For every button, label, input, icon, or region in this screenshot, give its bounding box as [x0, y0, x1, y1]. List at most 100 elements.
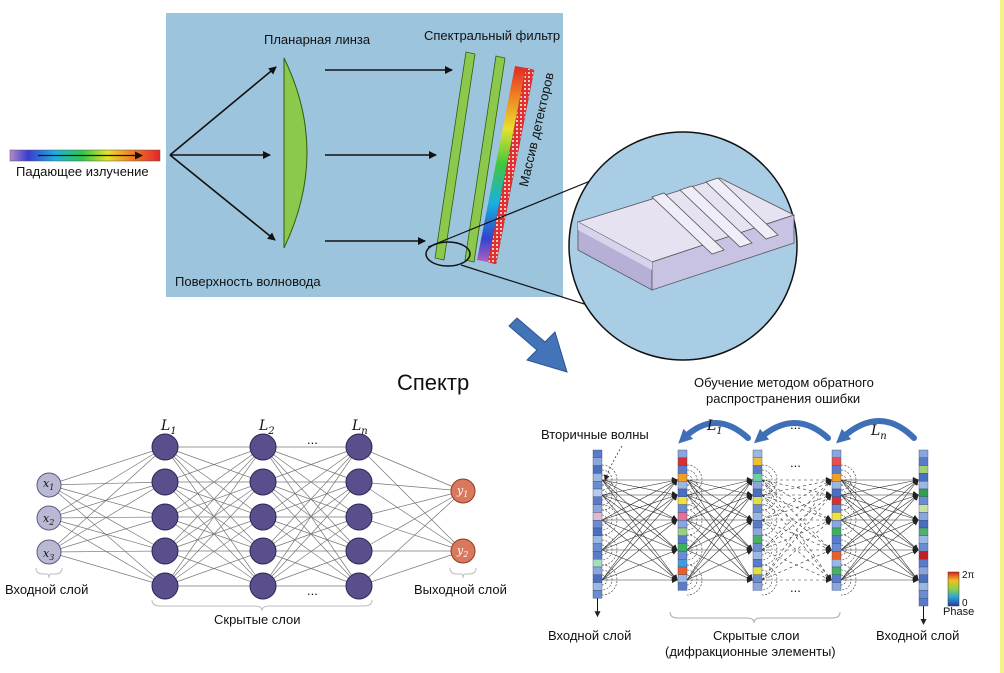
d2nn-edge [601, 479, 678, 551]
d2nn-cell [918, 582, 929, 591]
d2nn-wave-arc [761, 489, 768, 501]
d2nn-layer-4 [831, 449, 857, 596]
secondary-wave-pointer [604, 445, 623, 481]
d2nn-cell [831, 566, 842, 576]
output-node-label-2: y2 [457, 544, 469, 560]
d2nn-wave-arc [601, 569, 613, 591]
d2nn-wave-arc [686, 489, 693, 501]
ann-edge [48, 446, 166, 486]
d2nn-edge [601, 493, 678, 521]
d2nn-cell [918, 590, 929, 599]
phase-scale-top: 2π [962, 570, 975, 581]
ann-edge [48, 446, 166, 519]
d2nn-wave-arc [601, 469, 613, 491]
d2nn-edge [761, 493, 832, 521]
d2nn-cell [752, 535, 763, 544]
d2nn-wave-arc [840, 484, 852, 506]
ann-edge [262, 446, 360, 587]
ann-diagram [35, 433, 477, 612]
d2nn-edge [601, 494, 678, 551]
d2nn-cell [752, 473, 763, 482]
d2nn-cell [752, 527, 763, 537]
d2nn-wave-arc [761, 509, 773, 531]
d2nn-wave-arc [686, 539, 698, 561]
d2nn-edge [840, 494, 919, 581]
d2nn-cell [592, 551, 603, 560]
d2nn-cell [677, 582, 688, 591]
d2nn-cell [677, 481, 688, 490]
d2nn-wave-arc [601, 484, 613, 506]
ann-edge [358, 490, 464, 518]
d2nn-wave-arc [686, 569, 698, 591]
lens-label: Планарная линза [264, 32, 371, 47]
d2nn-cell [752, 496, 763, 505]
d2nn-layer-1 [592, 449, 618, 618]
d2nn-cell [831, 551, 842, 560]
page-edge-strip [1000, 0, 1004, 673]
d2nn-cell [831, 574, 842, 583]
ann-hidden-layers-label: Скрытые слои [214, 612, 301, 627]
d2nn-wave-arc [601, 489, 608, 501]
ann-edge [164, 516, 264, 587]
ann-edge [48, 484, 166, 552]
d2nn-cell [592, 512, 603, 521]
d2nn-cell [592, 457, 603, 466]
d2nn-input-layer-left: Входной слой [548, 628, 632, 643]
ann-edge [48, 551, 166, 587]
d2nn-l1-label: L1 [707, 418, 723, 437]
detector-array-gradient [477, 66, 526, 262]
ann-edge [48, 550, 166, 553]
ann-edge [164, 446, 264, 518]
waveguide-label: Поверхность волновода [175, 274, 321, 289]
d2nn-cell [831, 535, 842, 544]
ann-edge [48, 446, 166, 553]
d2nn-cell [831, 465, 842, 474]
phase-color-scale [947, 571, 960, 607]
ann-hidden-node [249, 572, 277, 600]
d2nn-wave-arc [761, 544, 768, 556]
spectral-filter-2 [464, 55, 506, 263]
d2nn-cell [918, 598, 929, 607]
d2nn-cell [677, 457, 688, 466]
d2nn-cell [831, 473, 842, 482]
backprop-label-line1: Обучение методом обратного [694, 375, 874, 390]
d2nn-cell [752, 559, 763, 568]
d2nn-cell [592, 481, 603, 490]
ann-hidden-node [345, 468, 373, 496]
ann-input-node-3 [36, 539, 62, 565]
d2nn-wave-arc [601, 539, 613, 561]
ann-edge [358, 516, 464, 552]
ann-output-node-2 [450, 538, 476, 564]
input-node-label-2: x2 [43, 512, 55, 528]
ann-input-node-1 [36, 472, 62, 498]
d2nn-cell [677, 566, 688, 576]
d2nn-cell [677, 512, 688, 521]
d2nn-dots-top: ... [790, 417, 801, 432]
ann-edge [262, 516, 360, 587]
ann-edge [164, 446, 264, 483]
d2nn-cell [592, 535, 603, 544]
d2nn-cell [677, 543, 688, 552]
d2nn-wave-arc [686, 574, 693, 586]
d2nn-wave-arc [840, 469, 852, 491]
d2nn-wave-arc [840, 509, 852, 531]
incident-label: Падающее излучение [16, 164, 149, 179]
d2nn-edge [840, 549, 919, 581]
ann-hidden-node [249, 433, 277, 461]
d2nn-cell [918, 488, 929, 498]
d2nn-cell [677, 551, 688, 560]
d2nn-dots-bottom: ... [790, 580, 801, 595]
d2nn-cell [918, 496, 929, 505]
ann-output-bracket [449, 567, 477, 579]
ann-edge [48, 516, 166, 553]
d2nn-cell [677, 488, 688, 498]
ann-edge [262, 550, 360, 587]
d2nn-edge [601, 479, 678, 581]
layer-label-ln: Ln [352, 418, 368, 437]
d2nn-cell [752, 574, 763, 583]
ann-edge [48, 484, 166, 587]
d2nn-cell [831, 457, 842, 466]
d2nn-wave-arc [761, 474, 768, 486]
d2nn-edge [761, 494, 832, 551]
